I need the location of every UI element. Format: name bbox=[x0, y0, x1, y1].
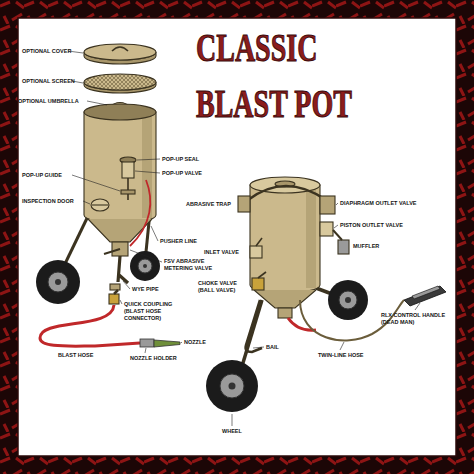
leader-line bbox=[123, 281, 130, 289]
pot-opening bbox=[84, 104, 156, 120]
tyre bbox=[36, 260, 80, 304]
rim bbox=[220, 374, 244, 398]
wye-pipe bbox=[118, 256, 128, 283]
nozzle bbox=[154, 340, 180, 347]
nozzle-holder bbox=[140, 339, 154, 347]
part-label: CHOKE VALVE (BALL VALVE) bbox=[198, 280, 246, 294]
leader-line bbox=[83, 201, 90, 204]
inspection-door bbox=[91, 199, 109, 211]
part-label: MUFFLER bbox=[353, 243, 379, 250]
hub bbox=[143, 264, 147, 268]
inlet-valve bbox=[250, 246, 262, 258]
cover bbox=[84, 44, 156, 60]
part-label: NOZZLE HOLDER bbox=[130, 355, 177, 362]
leader-line bbox=[72, 175, 120, 191]
part-label: OPTIONAL COVER bbox=[22, 48, 71, 55]
pop-up-rod bbox=[127, 178, 129, 200]
leader-line bbox=[130, 250, 162, 262]
part-label: PISTON OUTLET VALVE bbox=[340, 222, 403, 229]
abrasive-trap bbox=[238, 196, 250, 212]
leader-line bbox=[181, 342, 182, 343]
part-label: INLET VALVE bbox=[204, 249, 239, 256]
metering-valve bbox=[278, 308, 292, 318]
wye-pipe bbox=[114, 290, 118, 294]
rim bbox=[48, 272, 68, 292]
handle-lever bbox=[412, 286, 440, 299]
part-label: NOZZLE bbox=[184, 339, 206, 346]
muffler bbox=[338, 240, 349, 254]
exhaust-pipe bbox=[333, 230, 342, 240]
hub bbox=[55, 279, 61, 285]
piston-outlet-valve bbox=[320, 222, 333, 236]
leader-line bbox=[336, 203, 338, 205]
leader-line bbox=[120, 300, 122, 304]
part-label: POP-UP GUIDE bbox=[22, 172, 62, 179]
part-label: BLAST HOSE bbox=[58, 352, 93, 359]
part-label: RLX CONTROL HANDLE (DEAD MAN) bbox=[381, 312, 453, 326]
pusher-line bbox=[130, 180, 150, 246]
leg bbox=[62, 212, 90, 270]
choke-valve bbox=[252, 278, 264, 290]
quick-coupling bbox=[109, 294, 119, 304]
leader-line bbox=[87, 101, 107, 105]
part-label: OPTIONAL SCREEN bbox=[22, 78, 75, 85]
part-label: POP-UP SEAL bbox=[162, 156, 199, 163]
pot-cone bbox=[254, 290, 316, 308]
part-label: OPTIONAL UMBRELLA bbox=[18, 98, 79, 105]
panel bbox=[18, 18, 456, 456]
pot-body bbox=[84, 112, 156, 223]
part-label: WHEEL bbox=[222, 428, 242, 435]
pot-body bbox=[250, 185, 320, 293]
part-label: PUSHER LINE bbox=[160, 238, 197, 245]
wheel bbox=[206, 360, 258, 412]
leader-line bbox=[334, 225, 338, 228]
part-label: TWIN-LINE HOSE bbox=[318, 352, 364, 359]
part-label: BAIL bbox=[266, 344, 279, 351]
leader-line bbox=[145, 348, 146, 353]
valve-handle bbox=[256, 238, 262, 246]
cover-handle bbox=[112, 47, 128, 51]
leader-line bbox=[340, 342, 344, 350]
part-label: QUICK COUPLING (BLAST HOSE CONNECTOR) bbox=[124, 301, 182, 322]
rim bbox=[138, 259, 152, 273]
air-piping bbox=[248, 186, 326, 200]
valve-handle bbox=[258, 272, 266, 278]
tyre bbox=[328, 280, 368, 320]
leader-line bbox=[151, 226, 158, 241]
part-label: WYE PIPE bbox=[132, 286, 159, 293]
screen bbox=[84, 74, 156, 90]
leader-line bbox=[253, 347, 264, 348]
part-label: DIAPHRAGM OUTLET VALVE bbox=[340, 200, 417, 207]
leader-line bbox=[232, 414, 233, 426]
leader-line bbox=[137, 159, 160, 160]
part-label: POP-UP VALVE bbox=[162, 170, 202, 177]
leader-line bbox=[415, 303, 420, 310]
valve-handle bbox=[104, 249, 120, 254]
pop-up-guide bbox=[121, 190, 135, 194]
control-handle bbox=[404, 286, 446, 306]
door-clamp bbox=[92, 204, 108, 205]
body-shade bbox=[306, 188, 316, 288]
pop-up-valve bbox=[122, 162, 134, 178]
bail bbox=[246, 300, 262, 352]
wheel bbox=[36, 260, 80, 304]
tyre bbox=[206, 360, 258, 412]
part-label: INSPECTION DOOR bbox=[22, 198, 74, 205]
hub bbox=[229, 383, 236, 390]
part-label: ABRASIVE TRAP bbox=[186, 201, 231, 208]
leader-line bbox=[135, 171, 160, 173]
rim bbox=[339, 291, 357, 309]
diaphragm-outlet-valve bbox=[320, 196, 335, 214]
diagram-title: CLASSIC BLAST POT bbox=[196, 20, 386, 132]
wheel bbox=[328, 280, 368, 320]
part-label: FSV ABRASIVE METERING VALVE bbox=[164, 258, 226, 272]
wye-fitting bbox=[110, 284, 120, 290]
hub bbox=[345, 297, 351, 303]
left-pot bbox=[62, 44, 156, 304]
